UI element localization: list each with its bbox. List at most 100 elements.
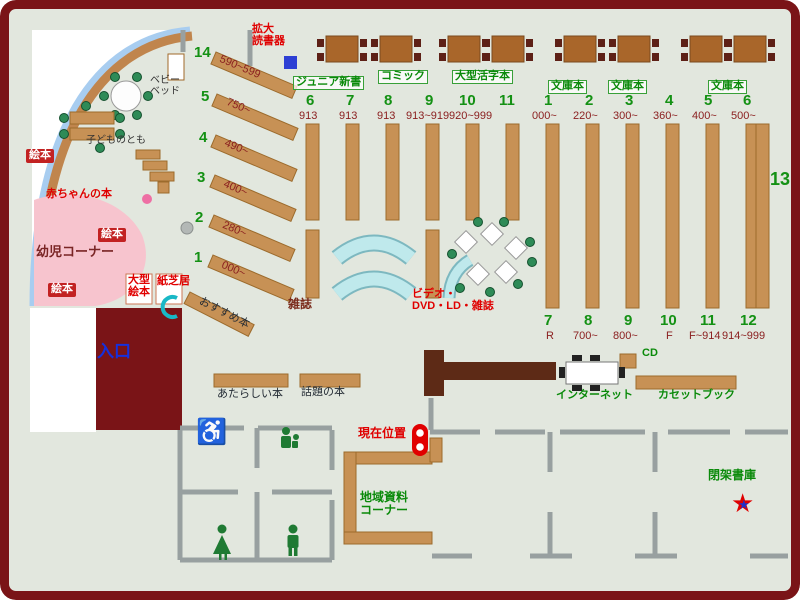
shelf-4b-range: 360~: [653, 110, 678, 122]
shelf-3d-range: 400~: [221, 178, 250, 199]
baby-changing-icon: [281, 427, 299, 448]
shelf-1b-range: 000~: [532, 110, 557, 122]
shelf-14-range: 590~599: [217, 53, 263, 81]
entrance-label: 入口: [97, 342, 131, 361]
baby-bed-label: ベビー ベッド: [150, 75, 180, 97]
man-icon: [287, 524, 299, 556]
atarashii-hon-label: あたらしい本: [217, 388, 283, 400]
shelf-6b-number: 6: [743, 92, 752, 109]
shelf-9c-number: 9: [624, 312, 633, 329]
internet-table-icon: [559, 355, 625, 391]
entrance-wall-block: [96, 308, 182, 430]
shelf-3b-range: 300~: [613, 110, 638, 122]
large-print-label: 大型活字本: [452, 70, 513, 84]
av-seating-cluster: [447, 217, 537, 297]
ehon-label-1: 絵本: [26, 149, 54, 163]
shelf-5b-range: 400~: [692, 110, 717, 122]
shelf-10c-number: 10: [660, 312, 677, 329]
shelf-10a-number: 10: [459, 92, 476, 109]
video-dvd-label: ビデオ・ DVD・LD・雑誌: [412, 288, 494, 312]
shelf-9c-range: 800~: [613, 330, 638, 342]
shelf-5b-number: 5: [704, 92, 713, 109]
shelf-5d-number: 5: [201, 88, 210, 105]
shelf-10a-range: 920~999: [449, 110, 493, 122]
bunkobon-label-3: 文庫本: [708, 80, 747, 94]
infant-corner-area: [34, 194, 146, 306]
shelf-8c-range: 700~: [573, 330, 598, 342]
closed-stack-star-outer-icon: ★: [731, 488, 755, 518]
shelf-8a-range: 913: [377, 110, 396, 122]
shelf-2b-range: 220~: [573, 110, 598, 122]
bunkobon-label-2: 文庫本: [608, 80, 647, 94]
woman-icon: [213, 524, 231, 560]
wheelchair-icon: ♿: [196, 418, 228, 446]
yoji-corner-label: 幼児コーナー: [36, 244, 115, 259]
shelf-2d-range: 280~: [220, 219, 249, 240]
shelf-14-number: 14: [194, 44, 211, 61]
shelf-7a-number: 7: [346, 92, 355, 109]
zasshi-label: 雑誌: [288, 297, 313, 311]
interior-walls: [177, 30, 788, 563]
main-shelves: [183, 123, 770, 545]
closed-stack-star-inner-icon: ★: [738, 497, 750, 512]
internet-label: インターネット: [556, 389, 633, 401]
shelf-6a-range: 913: [299, 110, 318, 122]
shelf-11a-number: 11: [499, 92, 515, 109]
shelf-9a-number: 9: [425, 92, 434, 109]
shelf-8c-number: 8: [584, 312, 593, 329]
bunkobon-label-1: 文庫本: [548, 80, 587, 94]
shelf-9a-range: 913~919: [406, 110, 450, 122]
outside-areas: [30, 30, 190, 432]
shelf-7c-number: 7: [544, 312, 553, 329]
shelf-7a-range: 913: [339, 110, 358, 122]
shelf-8a-number: 8: [384, 92, 393, 109]
children-furniture: [59, 53, 194, 319]
cassette-book-label: カセットブック: [658, 389, 735, 401]
cd-label: CD: [642, 347, 658, 359]
magnifier-reader-device-icon: [284, 56, 297, 69]
shelf-5d-range: 750~: [224, 96, 253, 117]
comic-label: コミック: [378, 70, 428, 84]
shelf-11c-range: F~914: [689, 330, 721, 342]
magazine-arc-shelves: [331, 234, 474, 301]
shelf-4b-number: 4: [665, 92, 674, 109]
shelf-1d-number: 1: [194, 249, 203, 266]
shelf-2d-number: 2: [195, 209, 204, 226]
shelf-4d-number: 4: [199, 129, 208, 146]
diagonal-shelves: [207, 51, 299, 303]
shelf-2b-number: 2: [585, 92, 594, 109]
akachan-no-hon-label: 赤ちゃんの本: [46, 188, 112, 200]
heika-shoko-label: 閉架書庫: [708, 468, 757, 482]
shelf-12c-range: 914~999: [722, 330, 766, 342]
genzai-ichi-label: 現在位置: [358, 426, 407, 440]
ogata-ehon-label: 大型 絵本: [128, 274, 150, 298]
shelf-3d-number: 3: [197, 169, 206, 186]
pillar-icon: [180, 221, 194, 235]
shelf-6b-range: 500~: [731, 110, 756, 122]
ehon-label-2: 絵本: [98, 228, 126, 242]
wadai-no-hon-label: 話題の本: [301, 386, 345, 398]
shelf-11c-number: 11: [700, 312, 716, 329]
chiiki-shiryo-label: 地域資料 コーナー: [360, 490, 409, 517]
shelf-6a-number: 6: [306, 92, 315, 109]
shelf-7c-range: R: [546, 330, 554, 342]
junior-shinsho-label: ジュニア新書: [293, 76, 365, 90]
reading-tables: [317, 35, 775, 63]
ehon-label-3: 絵本: [48, 283, 76, 297]
shelf-3b-number: 3: [625, 92, 634, 109]
shelf-10c-range: F: [666, 330, 673, 342]
kodomo-no-tomo-label: 子どものとも: [86, 135, 146, 146]
shelf-1d-range: 000~: [219, 259, 248, 280]
osusume-bon-label: おすすめ本: [197, 295, 252, 331]
baby-bed-icon: [167, 53, 185, 81]
service-counter: [424, 350, 556, 396]
magnifier-reader-label: 拡大 読書器: [252, 23, 285, 47]
shelf-4d-range: 490~: [222, 137, 251, 158]
restroom-pictograms: [213, 427, 299, 560]
shelf-1b-number: 1: [544, 92, 553, 109]
kamishibai-label: 紙芝居: [157, 275, 190, 287]
current-location-marker-icon: [412, 424, 428, 456]
